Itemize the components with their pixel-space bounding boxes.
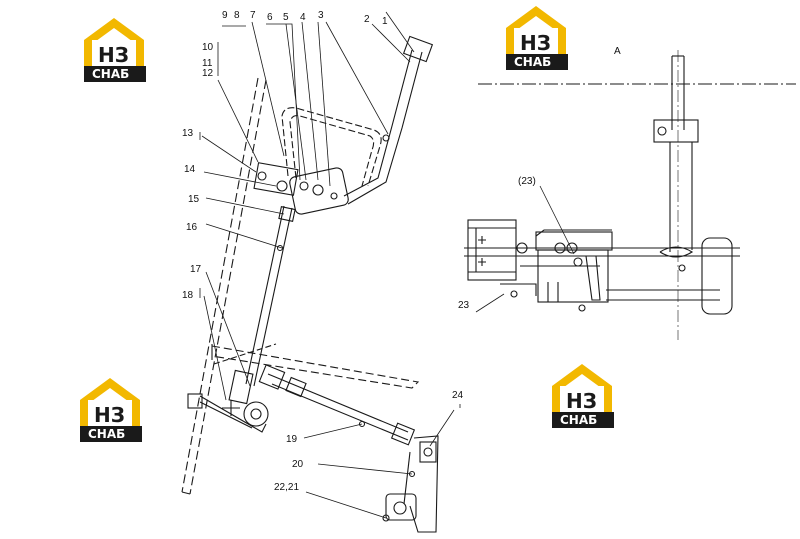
- svg-text:СНАБ: СНАБ: [92, 67, 129, 81]
- view-label-a: A: [614, 46, 621, 57]
- callout-12: 12: [202, 68, 214, 79]
- callout-4: 4: [300, 12, 306, 23]
- callout-8: 8: [234, 10, 240, 21]
- callout-24: 24: [452, 390, 464, 401]
- callout-2: 2: [364, 14, 370, 25]
- callout-1: 1: [382, 16, 388, 27]
- callout-23: 23: [458, 300, 470, 311]
- callout-7: 7: [250, 10, 256, 21]
- callout-22-21: 22,21: [274, 482, 299, 493]
- svg-text:НЗ: НЗ: [94, 403, 125, 427]
- svg-text:НЗ: НЗ: [98, 43, 129, 67]
- callout-leader-lines: [199, 11, 461, 519]
- right-view-a-drawing: [464, 50, 796, 340]
- svg-text:НЗ: НЗ: [566, 389, 597, 413]
- callout-14: 14: [184, 164, 196, 175]
- watermark-logo-top-left: НЗ СНАБ: [84, 18, 146, 82]
- watermark-logo-bottom-left: НЗ СНАБ: [80, 378, 142, 442]
- callout-10: 10: [202, 42, 214, 53]
- left-linkage-drawing: [181, 35, 439, 533]
- callout-18: 18: [182, 290, 194, 301]
- callout-17: 17: [190, 264, 202, 275]
- svg-text:СНАБ: СНАБ: [560, 413, 597, 427]
- right-view-leaders: [475, 185, 575, 313]
- svg-text:СНАБ: СНАБ: [514, 55, 551, 69]
- watermark-logo-bottom-right: НЗ СНАБ: [552, 364, 614, 428]
- callout-5: 5: [283, 12, 289, 23]
- callout-23-ref: (23): [518, 176, 536, 187]
- svg-text:НЗ: НЗ: [520, 31, 551, 55]
- callout-11: 11: [202, 58, 213, 69]
- callout-15: 15: [188, 194, 200, 205]
- callout-3: 3: [318, 10, 324, 21]
- callout-9: 9: [222, 10, 228, 21]
- callout-16: 16: [186, 222, 198, 233]
- callout-6: 6: [267, 12, 273, 23]
- svg-text:СНАБ: СНАБ: [88, 427, 125, 441]
- callout-20: 20: [292, 459, 304, 470]
- callout-13: 13: [182, 128, 194, 139]
- callout-19: 19: [286, 434, 298, 445]
- callout-labels: 9 8 7 6 5 4 3 2 1 10 11 12 13 14 15 16 1…: [182, 10, 621, 493]
- watermark-logo-top-right: НЗ СНАБ: [506, 6, 568, 70]
